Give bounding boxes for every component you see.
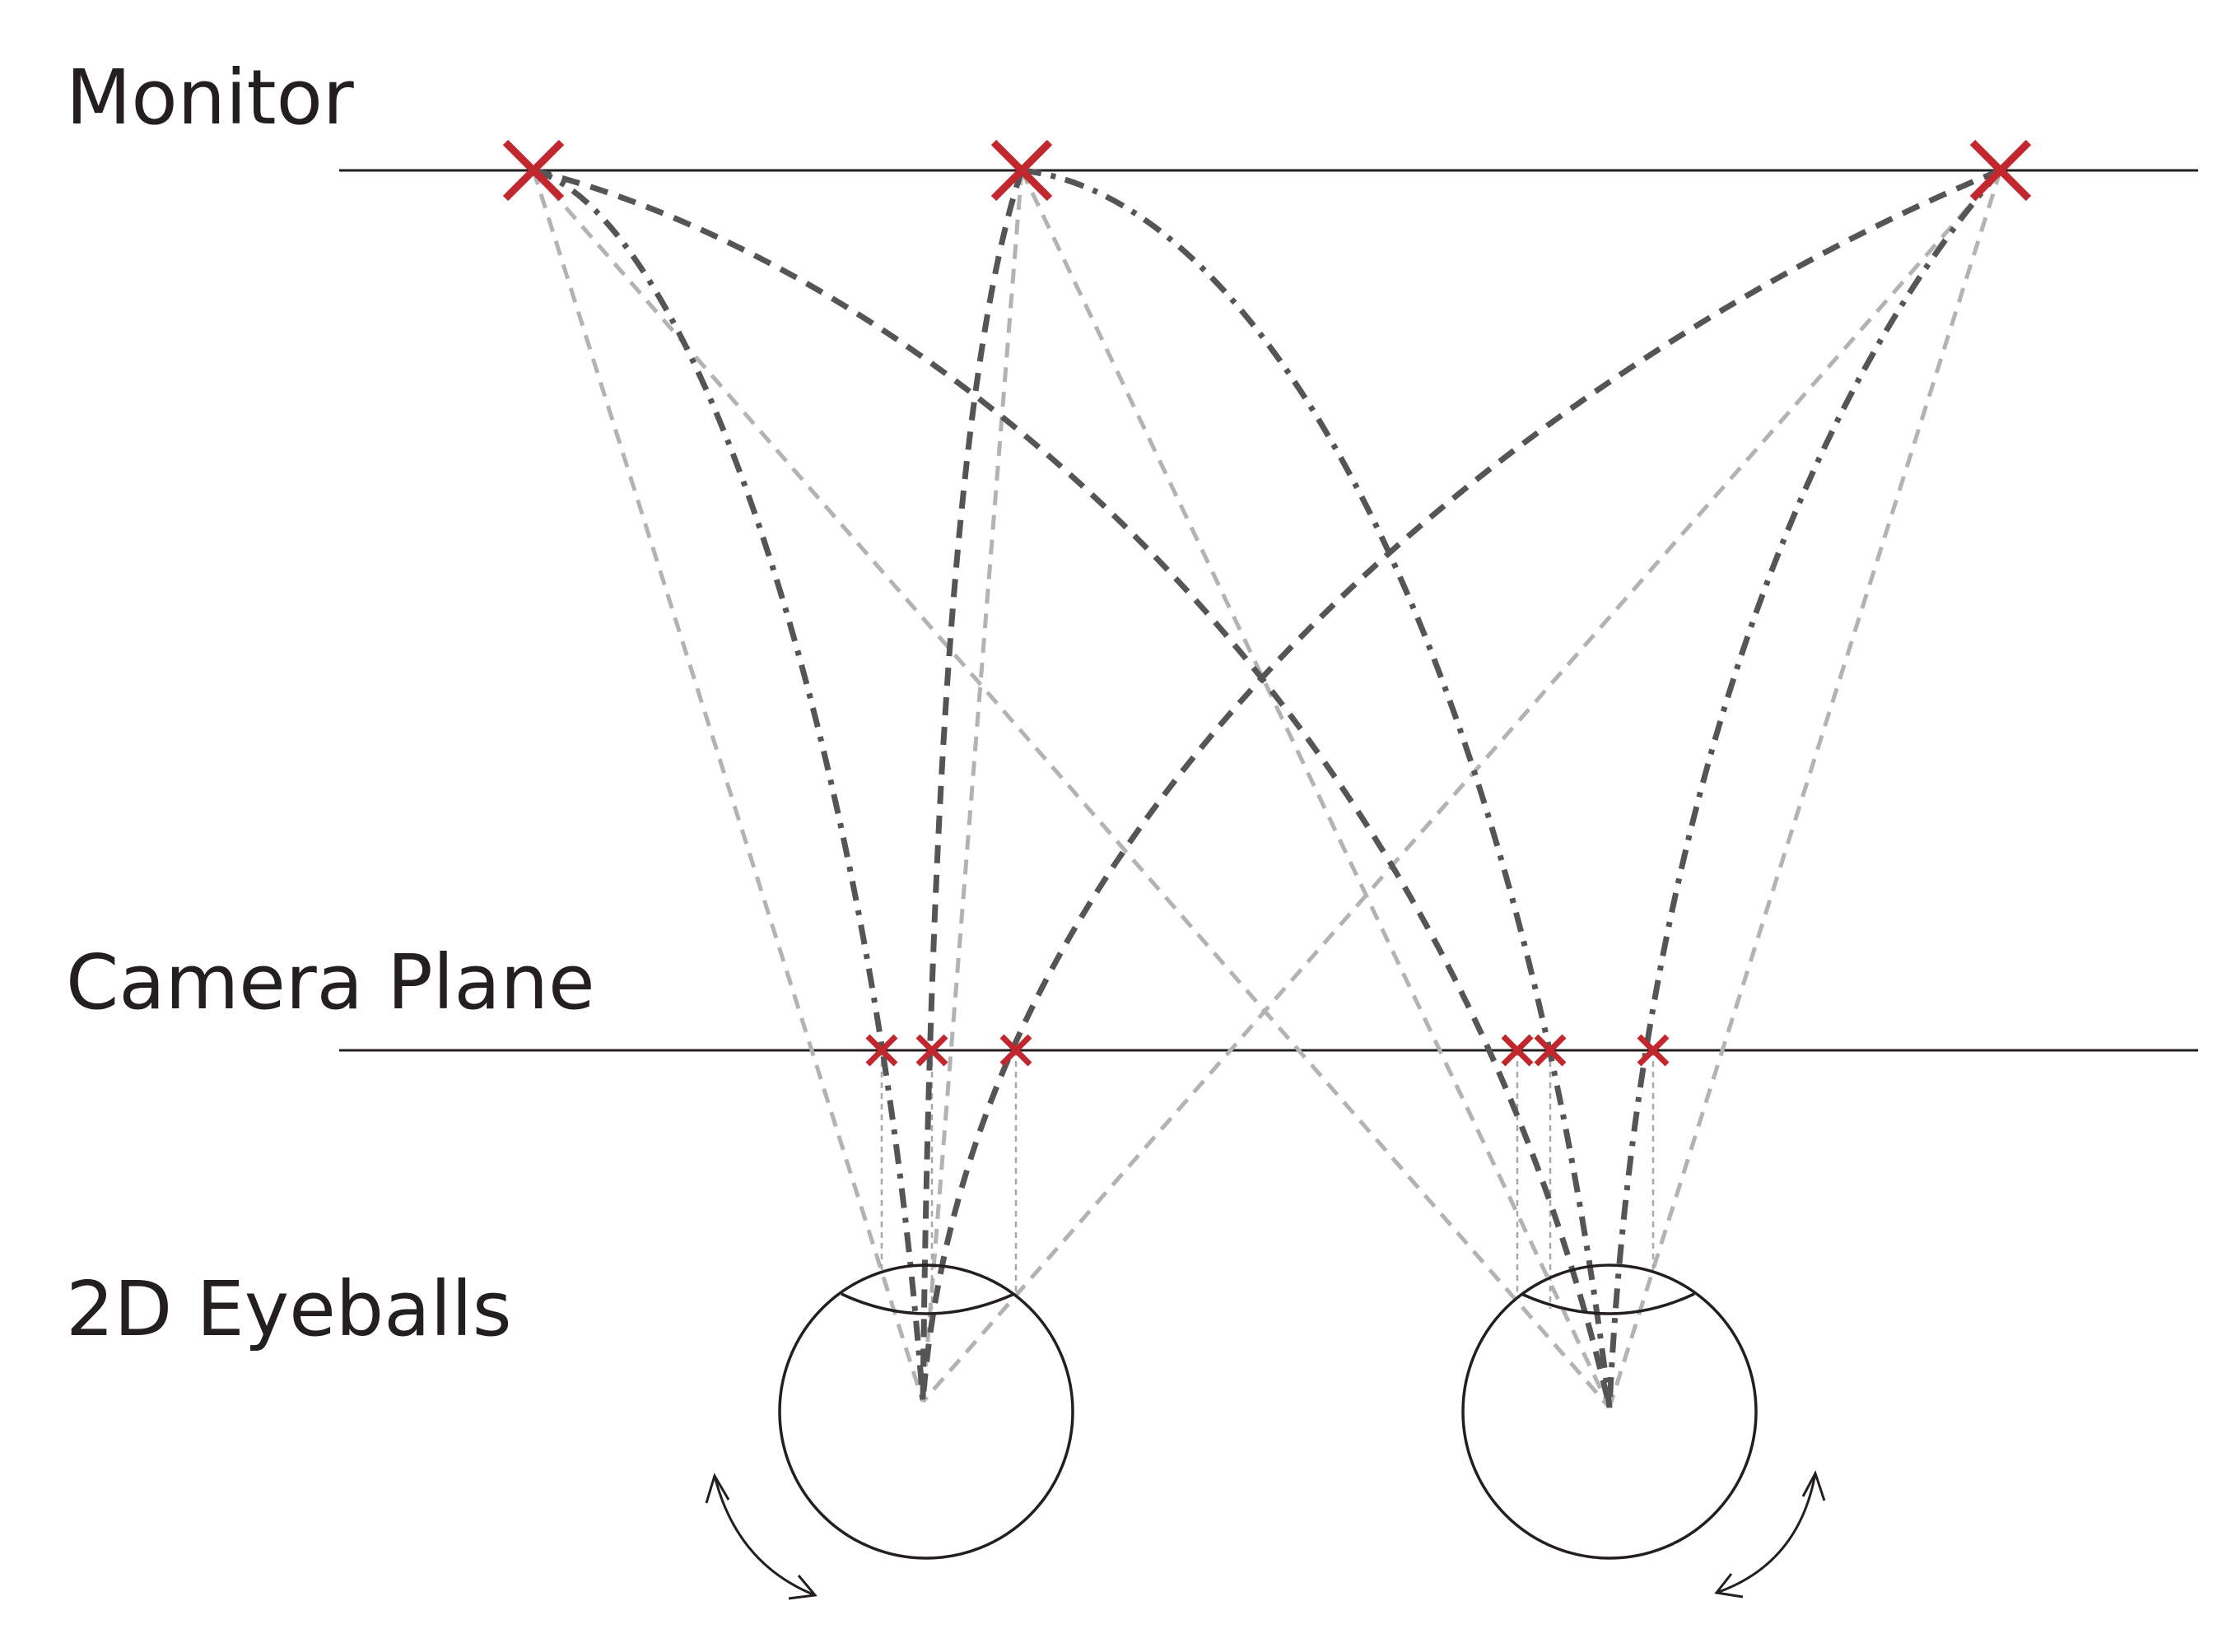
arrowhead-icon (788, 1575, 818, 1600)
x-mark-icon (1969, 139, 2032, 202)
right-rotation-arrow (1714, 1470, 1826, 1598)
arrowhead-icon (1714, 1573, 1744, 1598)
direct-rays (531, 169, 2003, 1409)
x-mark-icon (1637, 1034, 1670, 1067)
right-eyeball (1461, 1263, 1758, 1560)
eyeballs-label: 2D Eyeballs (66, 1265, 512, 1353)
curved-double-arrow-icon (1716, 1473, 1817, 1594)
left-rotation-arrow (705, 1473, 818, 1600)
x-mark-icon (915, 1034, 948, 1067)
refracted-ray-right-eye-target-2 (1021, 167, 1613, 1408)
direct-ray-right-eye-target-1 (532, 169, 1611, 1409)
x-mark-icon (865, 1034, 898, 1067)
refracted-ray-right-eye-target-3 (1606, 168, 2003, 1408)
curved-double-arrow-icon (713, 1475, 816, 1597)
refracted-rays (533, 167, 2003, 1408)
camera-plane-projections (865, 1034, 1670, 1067)
direct-ray-left-eye-target-1 (531, 170, 925, 1403)
x-mark-icon (1534, 1034, 1567, 1067)
camera-plane-label: Camera Plane (66, 938, 595, 1026)
left-eyeball (778, 1263, 1074, 1560)
refracted-ray-left-eye-target-1 (533, 167, 926, 1403)
projection-drops (880, 1050, 1655, 1309)
refracted-ray-left-eye-target-3 (920, 167, 2002, 1403)
monitor-label: Monitor (66, 54, 354, 142)
x-mark-icon (1501, 1034, 1534, 1067)
monitor-targets (502, 139, 2032, 202)
left-cornea-arc (841, 1292, 1015, 1315)
x-mark-icon (990, 139, 1053, 202)
direct-ray-right-eye-target-3 (1607, 170, 2003, 1408)
refracted-ray-left-eye-target-2 (920, 169, 1025, 1403)
direct-ray-left-eye-target-3 (921, 169, 2002, 1403)
refracted-ray-right-eye-target-1 (533, 167, 1613, 1408)
right-cornea-arc (1521, 1292, 1695, 1315)
direct-ray-right-eye-target-2 (1019, 169, 1612, 1409)
arrowhead-icon (1801, 1470, 1826, 1501)
right-eyeball-circle (1461, 1263, 1758, 1560)
x-mark-icon (502, 139, 565, 202)
left-eyeball-circle (778, 1263, 1074, 1560)
arrowhead-icon (705, 1473, 730, 1504)
direct-ray-left-eye-target-2 (920, 170, 1024, 1403)
x-mark-icon (999, 1034, 1032, 1067)
